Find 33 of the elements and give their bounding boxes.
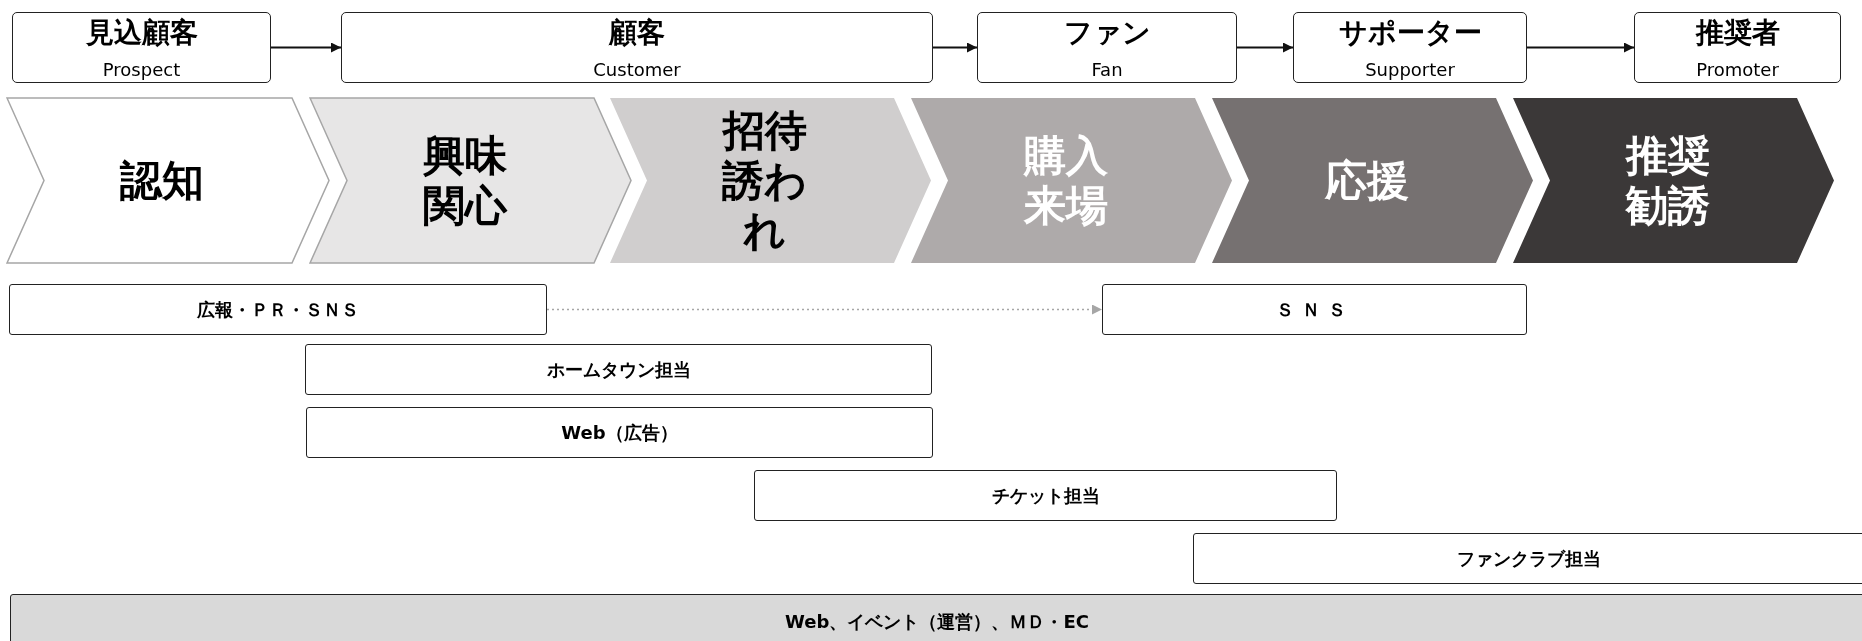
chevron-step: 推奨勧誘 — [1512, 97, 1835, 264]
stage-title: サポーター — [1337, 16, 1483, 50]
chevron-step: 認知 — [6, 97, 330, 264]
arrow — [546, 304, 1103, 315]
role-bar: Web、イベント（運営）、ＭＤ・EC — [10, 594, 1862, 641]
chevron-step: 応援 — [1211, 97, 1534, 264]
stage-title: 顧客 — [607, 16, 666, 50]
stage-subtitle: Promoter — [1695, 59, 1780, 81]
role-bar: チケット担当 — [754, 470, 1337, 521]
stage-title: 見込顧客 — [84, 16, 199, 50]
role-bar: ＳＮＳ — [1102, 284, 1527, 335]
stage-title: 推奨者 — [1694, 16, 1781, 50]
role-bar: 広報・ＰＲ・ＳＮＳ — [9, 284, 547, 335]
stage-box — [1293, 12, 1527, 83]
role-bar: ファンクラブ担当 — [1193, 533, 1862, 584]
stage-box — [341, 12, 933, 83]
stage-box — [1634, 12, 1841, 83]
stage-box — [977, 12, 1237, 83]
arrow — [1526, 42, 1635, 53]
stage-title: ファン — [1062, 16, 1152, 50]
arrow — [1236, 42, 1294, 53]
role-bar: ホームタウン担当 — [305, 344, 932, 395]
arrow — [270, 42, 342, 53]
chevron-step: 購入来場 — [910, 97, 1233, 264]
stage-subtitle: Supporter — [1364, 59, 1456, 81]
role-bar: Web（広告） — [306, 407, 933, 458]
arrow — [932, 42, 978, 53]
stage-subtitle: Customer — [592, 59, 682, 81]
stage-subtitle: Fan — [1090, 59, 1124, 81]
chevron-step: 興味関心 — [309, 97, 632, 264]
stage-box — [12, 12, 271, 83]
stage-subtitle: Prospect — [101, 59, 182, 81]
chevron-step: 招待誘われ — [609, 97, 932, 264]
